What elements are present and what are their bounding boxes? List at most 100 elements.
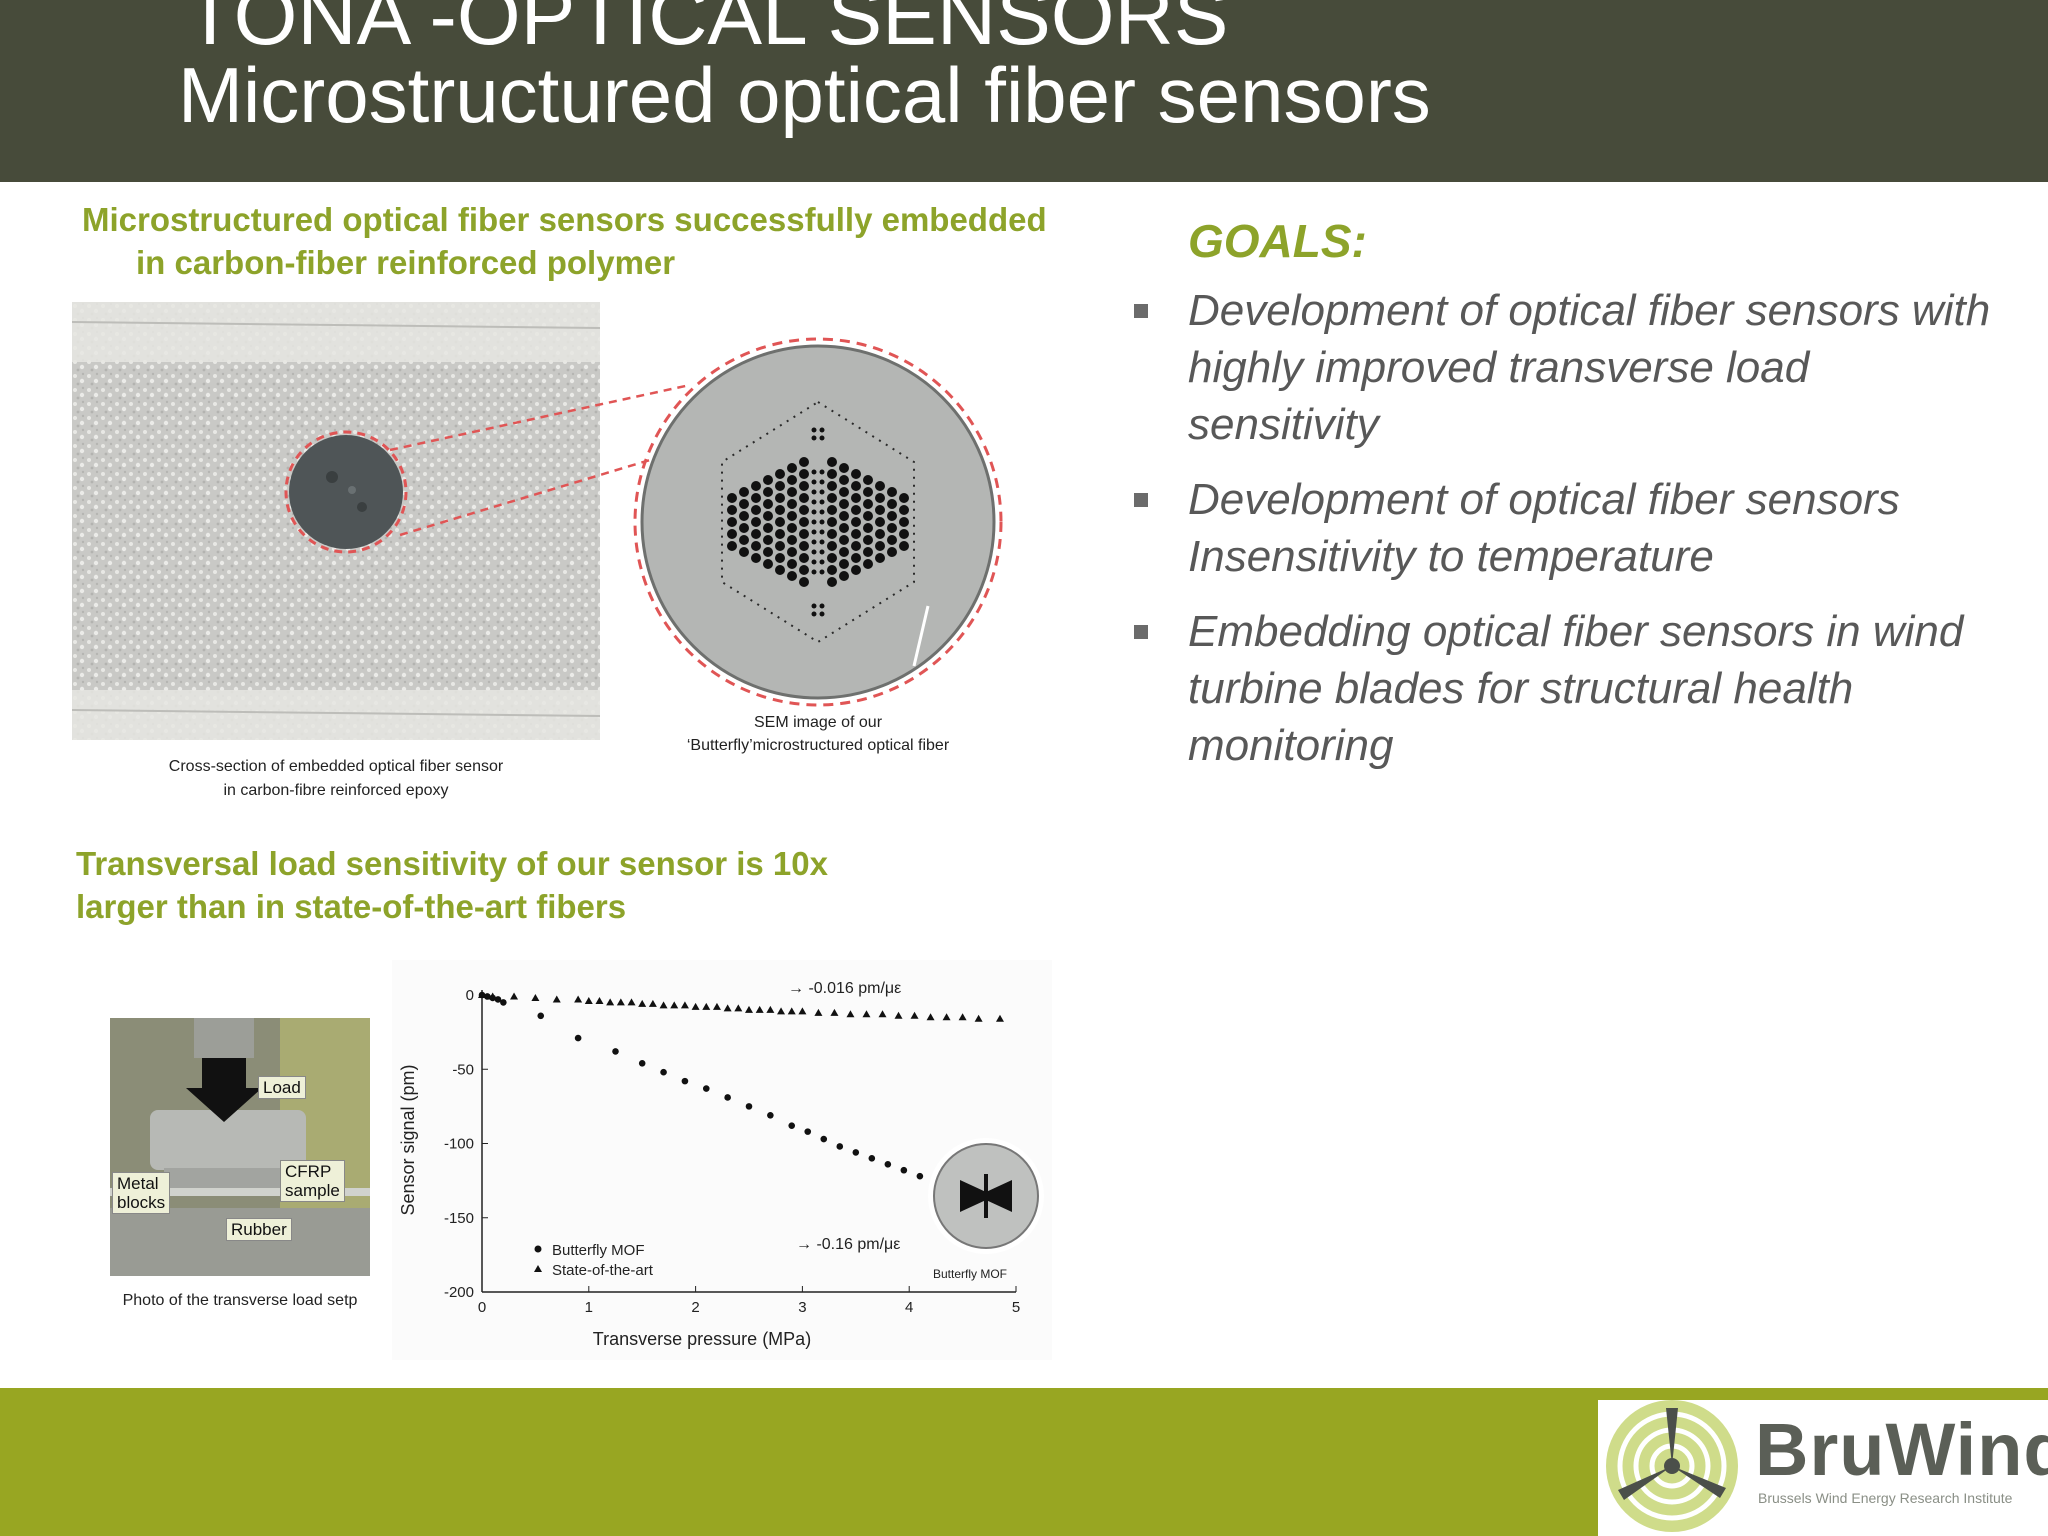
fiber-hole (899, 517, 909, 527)
fiber-hole (839, 511, 849, 521)
chart-inset-fiber (928, 1138, 1044, 1254)
fiber-hole (863, 487, 873, 497)
fiber-hole (851, 529, 861, 539)
fiber-hole (819, 539, 825, 545)
fiber-hole (851, 541, 861, 551)
fiber-hole (863, 523, 873, 533)
fiber-hole (775, 505, 785, 515)
chart-y-tick-label: -200 (444, 1284, 474, 1301)
fiber-hole (819, 435, 825, 441)
data-point-state-of-the-art (995, 1014, 1004, 1022)
fiber-hole (827, 457, 837, 467)
fiber-hole (887, 535, 897, 545)
fiber-hole (827, 541, 837, 551)
data-point-state-of-the-art (680, 1001, 689, 1009)
fiber-hole (775, 553, 785, 563)
data-point-state-of-the-art (510, 992, 519, 1000)
fiber-hole (727, 541, 737, 551)
data-point-state-of-the-art (595, 996, 604, 1004)
fiber-hole (851, 469, 861, 479)
data-point-butterfly (660, 1068, 667, 1076)
fiber-hole (799, 577, 809, 587)
fiber-hole (819, 519, 825, 525)
data-point-butterfly (484, 993, 491, 1000)
data-point-butterfly (836, 1143, 844, 1150)
fiber-hole (839, 523, 849, 533)
sensitivity-caption-line1: Transversal load sensitivity of our sens… (76, 845, 828, 882)
fiber-hole (763, 499, 773, 509)
fiber-hole (839, 559, 849, 569)
fiber-hole (899, 541, 909, 551)
fiber-hole (799, 469, 809, 479)
embedded-caption-line2: in carbon-fiber reinforced polymer (136, 244, 676, 281)
data-point-state-of-the-art (862, 1010, 871, 1018)
data-point-butterfly (702, 1085, 710, 1092)
fiber-hole (787, 511, 797, 521)
fiber-hole (827, 493, 837, 503)
legend-label-sota: State-of-the-art (552, 1262, 654, 1279)
fiber-hole (839, 547, 849, 557)
data-point-state-of-the-art (942, 1013, 951, 1021)
fiber-hole (787, 487, 797, 497)
data-point-butterfly (724, 1094, 731, 1101)
fiber-hole (819, 509, 825, 515)
fiber-hole (775, 541, 785, 551)
fiber-hole (763, 523, 773, 533)
chart-x-tick-label: 1 (585, 1299, 593, 1316)
fiber-hole (751, 553, 761, 563)
fiber-hole (875, 529, 885, 539)
fiber-hole (739, 535, 749, 545)
fiber-hole (851, 505, 861, 515)
fiber-hole (763, 547, 773, 557)
fiber-hole (819, 559, 825, 565)
data-point-state-of-the-art (670, 1001, 679, 1009)
fiber-hole (819, 469, 825, 475)
fiber-hole (787, 535, 797, 545)
data-point-state-of-the-art (910, 1011, 919, 1019)
sensitivity-caption-line2: larger than in state-of-the-art fibers (76, 888, 627, 925)
cross-section-image (71, 302, 601, 740)
bullet-square-icon (1134, 625, 1148, 639)
fiber-hole (787, 499, 797, 509)
data-point-state-of-the-art (723, 1004, 732, 1012)
data-point-state-of-the-art (830, 1008, 839, 1016)
data-point-butterfly (537, 1012, 545, 1020)
data-point-state-of-the-art (552, 995, 561, 1003)
data-point-state-of-the-art (712, 1002, 721, 1010)
fiber-hole (863, 559, 873, 569)
fiber-hole (811, 569, 817, 575)
chart-annotation-mof: → -0.16 pm/με (796, 1236, 900, 1253)
fiber-hole (751, 529, 761, 539)
setup-photo-caption: Photo of the transverse load setp (122, 1292, 358, 1309)
goals-list: Development of optical fiber sensors wit… (1130, 282, 2010, 792)
data-point-butterfly (868, 1155, 876, 1162)
fiber-hole (851, 553, 861, 563)
data-point-state-of-the-art (616, 998, 625, 1006)
fiber-hole (799, 529, 809, 539)
data-point-state-of-the-art (478, 991, 486, 998)
setup-label-load: Load (258, 1076, 306, 1099)
fiber-hole (827, 469, 837, 479)
data-point-butterfly (820, 1135, 828, 1143)
data-point-butterfly (788, 1122, 796, 1129)
chart-annotation-sota: → -0.016 pm/με (788, 980, 901, 997)
chart-y-tick-label: -100 (444, 1136, 474, 1153)
fiber-hole (787, 559, 797, 569)
chart-legend: Butterfly MOF State-of-the-art (534, 1242, 654, 1279)
fiber-hole (811, 469, 817, 475)
fiber-hole (819, 603, 825, 609)
fiber-hole (763, 511, 773, 521)
fiber-hole (827, 517, 837, 527)
data-point-state-of-the-art (878, 1010, 887, 1018)
data-point-state-of-the-art (627, 998, 636, 1006)
fiber-hole (811, 559, 817, 565)
fiber-hole (811, 549, 817, 555)
fiber-hole (811, 489, 817, 495)
fiber-hole (863, 511, 873, 521)
fiber-hole (863, 547, 873, 557)
fiber-hole (727, 505, 737, 515)
fiber-hole (811, 479, 817, 485)
data-point-state-of-the-art (814, 1008, 823, 1016)
data-point-state-of-the-art (531, 993, 540, 1001)
